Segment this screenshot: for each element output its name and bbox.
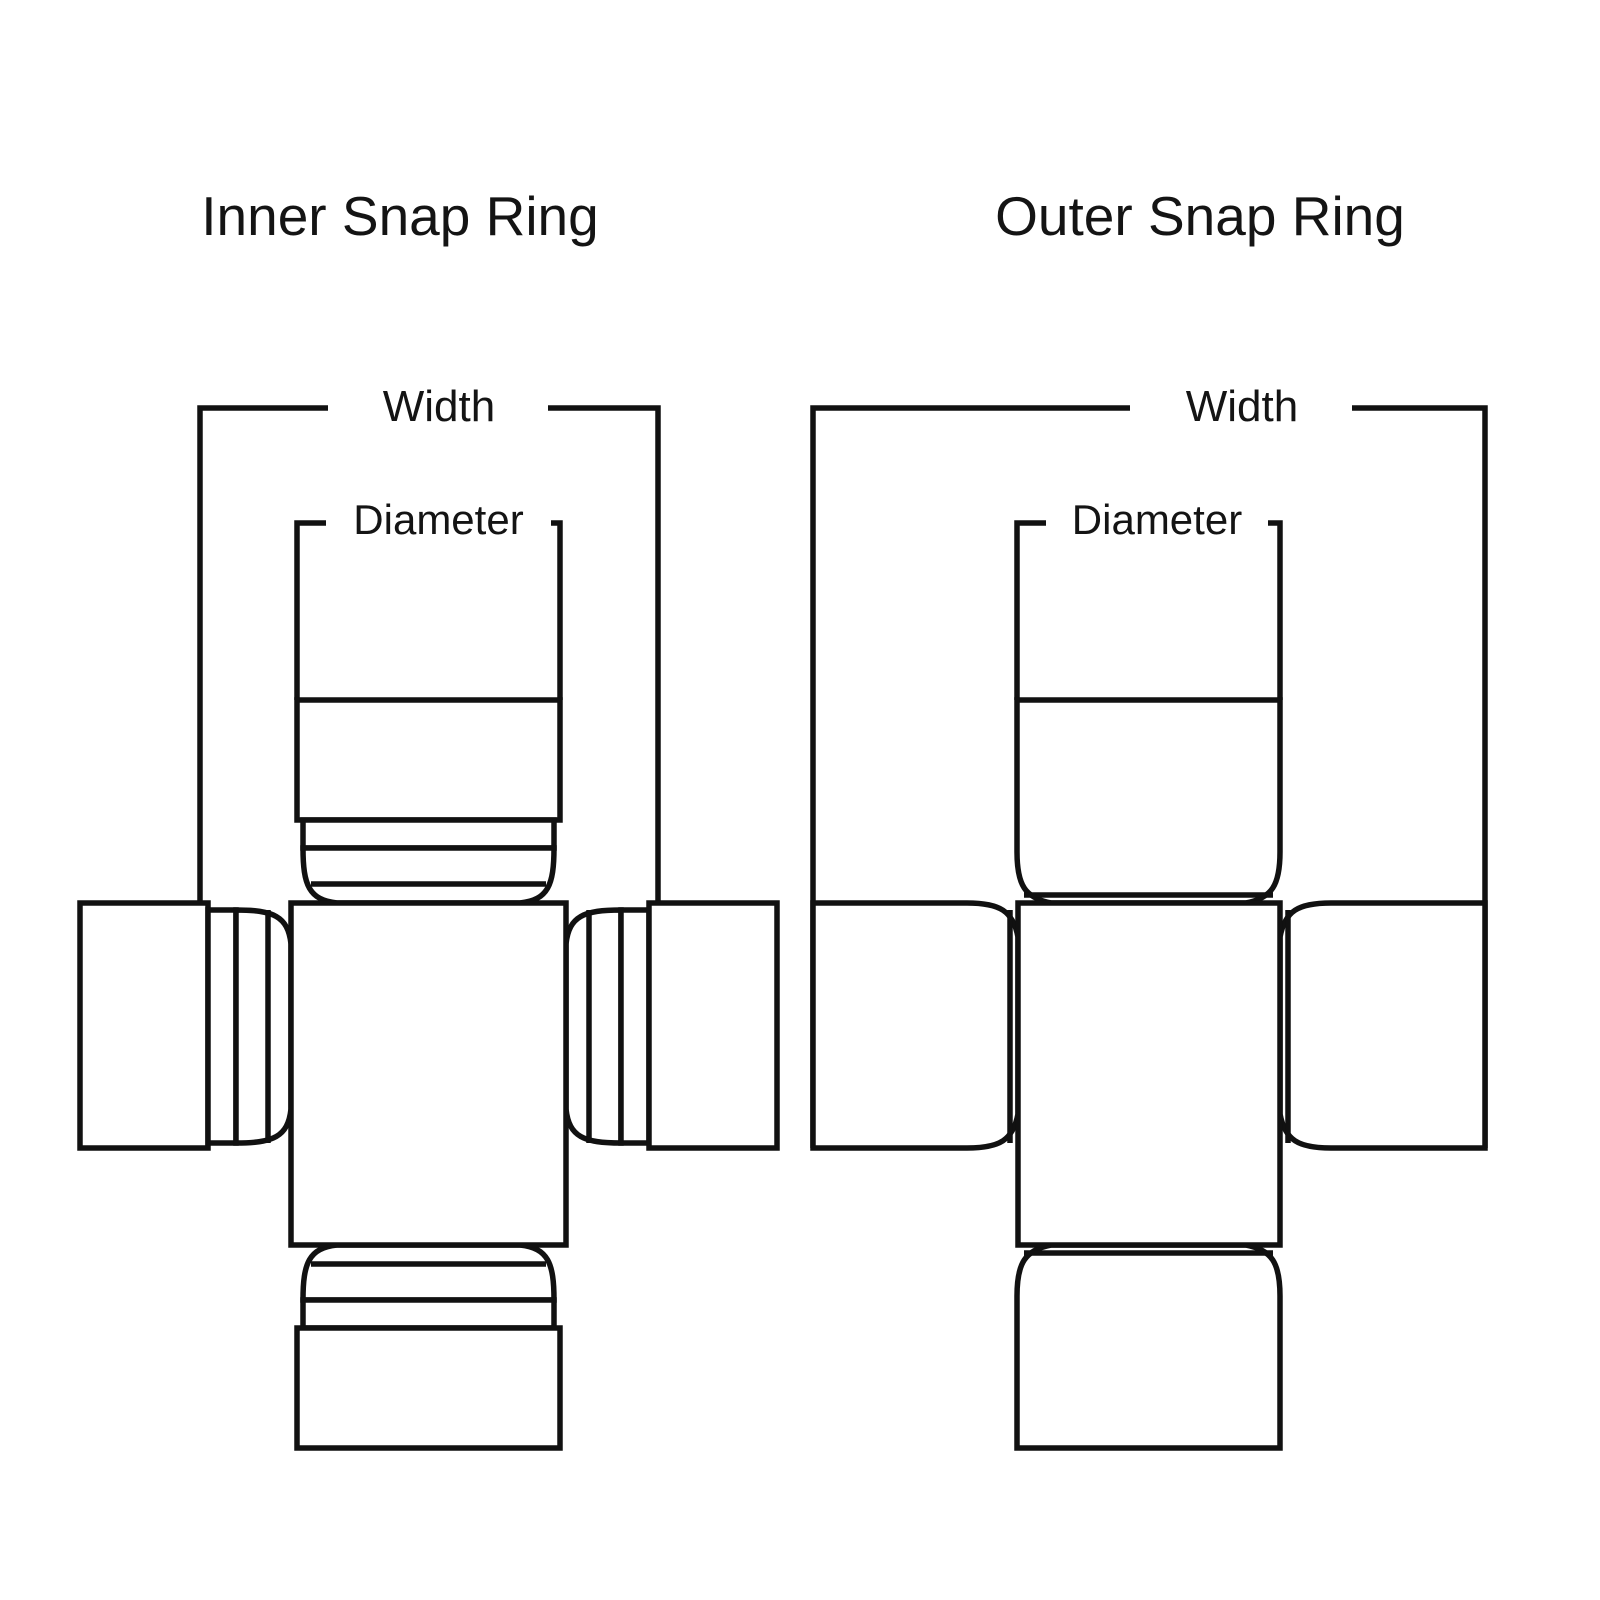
- diameter-label-outer: Diameter: [1046, 495, 1268, 545]
- right-bearing-cap-inner: [646, 900, 780, 1151]
- right-snap-ring-band-inner: [618, 907, 652, 1146]
- diameter-label-inner: Diameter: [326, 495, 551, 545]
- top-bearing-cap-inner: [294, 697, 563, 823]
- top-bearing-cap-outer: [1014, 697, 1283, 906]
- bottom-snap-ring-band-inner: [300, 1297, 557, 1331]
- right-tapered-shoulder-inner: [563, 907, 624, 1146]
- panel-inner-snap-ring: Inner Snap Ring: [77, 185, 780, 1451]
- left-tapered-shoulder-inner: [233, 907, 294, 1146]
- center-cross-body-inner: [288, 900, 569, 1248]
- top-snap-ring-band-inner: [300, 817, 557, 851]
- right-bearing-cap-outer: [1277, 900, 1488, 1151]
- bottom-bearing-cap-outer: [1014, 1242, 1283, 1451]
- left-bearing-cap-outer: [810, 900, 1021, 1151]
- width-label-outer: Width: [1132, 381, 1352, 433]
- outer-snap-ring-figure: [810, 405, 1488, 1451]
- center-cross-body-outer: [1015, 900, 1283, 1248]
- left-snap-ring-band-inner: [205, 907, 239, 1146]
- panel-outer-snap-ring: Outer Snap Ring: [800, 0, 1600, 1600]
- diameter-dimension-bracket-outer: [1014, 520, 1283, 700]
- left-bearing-cap-inner: [77, 900, 211, 1151]
- inner-snap-ring-figure: [77, 405, 780, 1451]
- width-label-inner: Width: [330, 381, 548, 433]
- diameter-dimension-bracket-inner: [294, 520, 563, 700]
- top-tapered-shoulder-inner: [300, 845, 557, 906]
- panel-title-inner: Inner Snap Ring: [201, 185, 599, 247]
- panel-title-outer: Outer Snap Ring: [995, 185, 1405, 247]
- bottom-tapered-shoulder-inner: [300, 1242, 557, 1303]
- bottom-bearing-cap-inner: [294, 1325, 563, 1451]
